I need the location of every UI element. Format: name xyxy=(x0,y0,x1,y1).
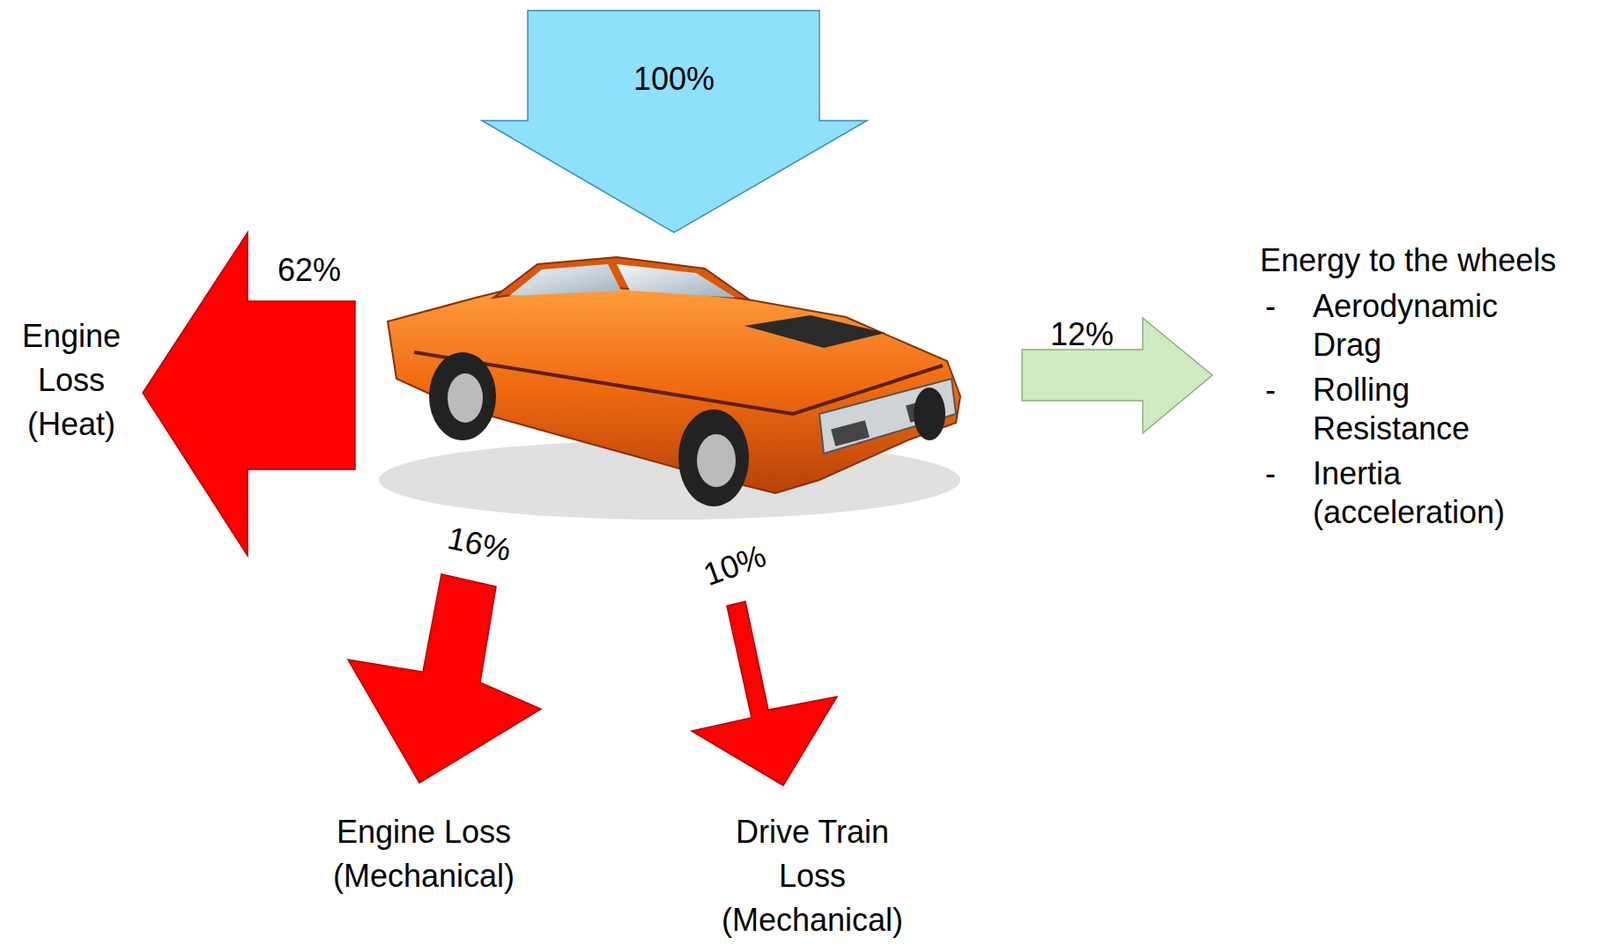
loss-label: Engine Loss (Heat) xyxy=(5,314,138,447)
list-item: Rolling Resistance xyxy=(1312,370,1525,449)
percent-value: 16% xyxy=(422,511,536,578)
arrow-outline xyxy=(1017,312,1221,441)
list-dash: - xyxy=(1265,287,1292,326)
list-item: Inertia (acceleration) xyxy=(1312,454,1525,533)
list-heading: Energy to the wheels xyxy=(1259,241,1586,281)
percent-value: 62% xyxy=(256,248,363,293)
percent-value: 12% xyxy=(1029,312,1135,357)
list-dash: - xyxy=(1265,370,1292,410)
list-dash: - xyxy=(1265,454,1292,494)
loss-label: Drive Train Loss (Mechanical) xyxy=(715,810,910,943)
loss-label: Engine Loss (Mechanical) xyxy=(318,810,530,899)
arrow-shape: 10%Drive Train Loss (Mechanical) xyxy=(687,528,908,943)
arrow-outline xyxy=(475,7,873,237)
arrow-shape: 12% xyxy=(1017,312,1221,441)
percent-value: 100% xyxy=(585,57,763,102)
list-item: Aerodynamic Drag xyxy=(1312,287,1525,365)
arrow-shape: 16%Engine Loss (Mechanical) xyxy=(308,528,564,934)
arrow-shape: 62%Engine Loss (Heat) xyxy=(17,229,371,564)
arrow-shape: 100% xyxy=(475,7,873,237)
percent-value: 10% xyxy=(677,526,793,605)
